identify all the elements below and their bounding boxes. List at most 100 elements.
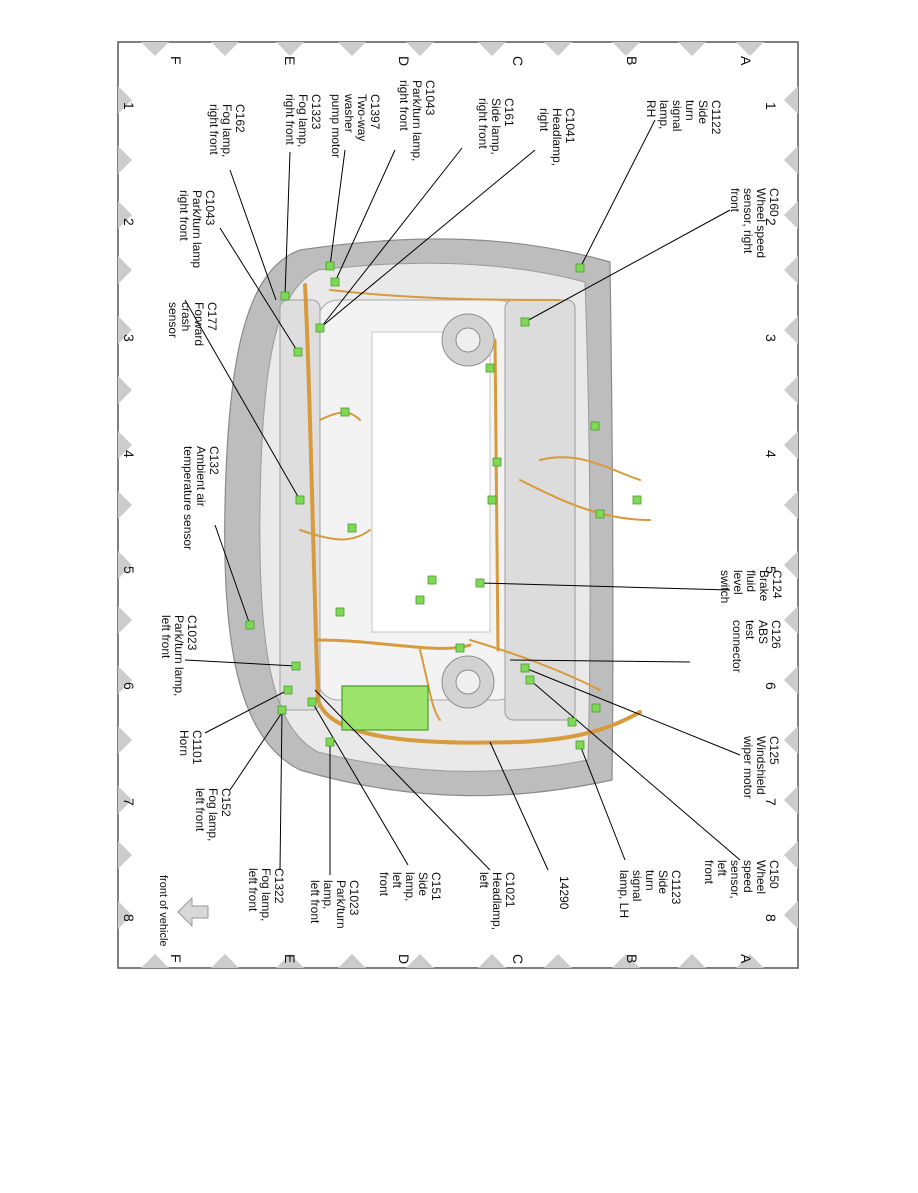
grid-marker (118, 666, 132, 694)
label-line: lamp, (321, 880, 335, 909)
grid-marker (678, 42, 706, 56)
label-line: sensor, right (741, 188, 755, 254)
label-line: signal (670, 100, 684, 131)
grid-marker (736, 42, 764, 56)
connector (492, 457, 502, 467)
connector (315, 323, 325, 333)
grid-marker (736, 954, 764, 968)
connector (427, 575, 437, 585)
label-line: fluid (744, 570, 758, 592)
label-line: right front (177, 190, 191, 241)
label-line: Headlamp, (550, 108, 564, 166)
grid-marker (118, 786, 132, 814)
connector (632, 495, 642, 505)
connector (520, 317, 530, 327)
label-line: front (702, 860, 716, 885)
label-line: C1123 (669, 870, 683, 905)
label-line: C161 (502, 98, 516, 127)
front-of-vehicle-note: front of vehicle (157, 875, 169, 947)
grid-col-label: 5 (763, 566, 779, 574)
label-line: Fog lamp, (259, 868, 273, 921)
label-line: turn (683, 100, 697, 121)
connector (575, 263, 585, 273)
label-line: left front (246, 868, 260, 912)
grid-marker (118, 256, 132, 284)
grid-marker (784, 551, 798, 579)
label-line: right front (397, 80, 411, 131)
connector (291, 661, 301, 671)
label-line: C177 (205, 302, 219, 331)
grid-row-label: E (282, 56, 298, 65)
connector (567, 717, 577, 727)
label-line: test (743, 620, 757, 640)
grid-marker (118, 551, 132, 579)
front-arrow-icon (177, 896, 209, 928)
label-line: Side (656, 870, 670, 894)
label-line: 14290 (557, 876, 571, 910)
grid-marker (612, 954, 640, 968)
grid-col-label: 4 (763, 450, 779, 458)
grid-marker (211, 42, 239, 56)
label-line: ABS (756, 620, 770, 644)
label-line: front (728, 188, 742, 213)
label-line: C1323 (309, 94, 323, 130)
label-line: C1043 (423, 80, 437, 116)
grid-marker (118, 901, 132, 929)
connector (325, 261, 335, 271)
connector (485, 363, 495, 373)
connector (347, 523, 357, 533)
grid-marker (784, 606, 798, 634)
connector (455, 643, 465, 653)
grid-row-label: D (396, 954, 412, 964)
label-line: Side (696, 100, 710, 124)
label-line: Wheel speed (754, 188, 768, 258)
label-line: left front (193, 788, 207, 832)
label-line: connector (730, 620, 744, 673)
label-line: Ambient air (194, 446, 208, 507)
connector (475, 578, 485, 588)
grid-marker (784, 86, 798, 114)
connector (280, 291, 290, 301)
label-line: left (390, 872, 404, 889)
connector (283, 685, 293, 695)
label-line: front (377, 872, 391, 897)
grid-marker (118, 431, 132, 459)
grid-marker (338, 42, 366, 56)
label-line: C132 (207, 446, 221, 475)
grid-row-label: D (396, 56, 412, 66)
label-line: Park/turn lamp (190, 190, 204, 268)
connector (295, 495, 305, 505)
label-line: C125 (767, 736, 781, 765)
grid-marker (211, 954, 239, 968)
grid-row-label: E (282, 954, 298, 963)
grid-marker (118, 491, 132, 519)
label-line: Side (416, 872, 430, 896)
label-line: left front (308, 880, 322, 924)
label-line: Two-way (355, 94, 369, 141)
grid-col-label: 2 (763, 218, 779, 226)
connector (487, 495, 497, 505)
grid-row-label: C (510, 954, 526, 964)
grid-marker (784, 786, 798, 814)
grid-col-label: 8 (763, 914, 779, 922)
grid-marker (118, 86, 132, 114)
grid-marker (784, 431, 798, 459)
label-line: C1122 (709, 100, 723, 135)
label-line: sensor (166, 302, 180, 338)
label-line: Wheel (754, 860, 768, 894)
connectors (245, 261, 642, 750)
connector (277, 705, 287, 715)
label-line: C1101 (190, 730, 204, 765)
